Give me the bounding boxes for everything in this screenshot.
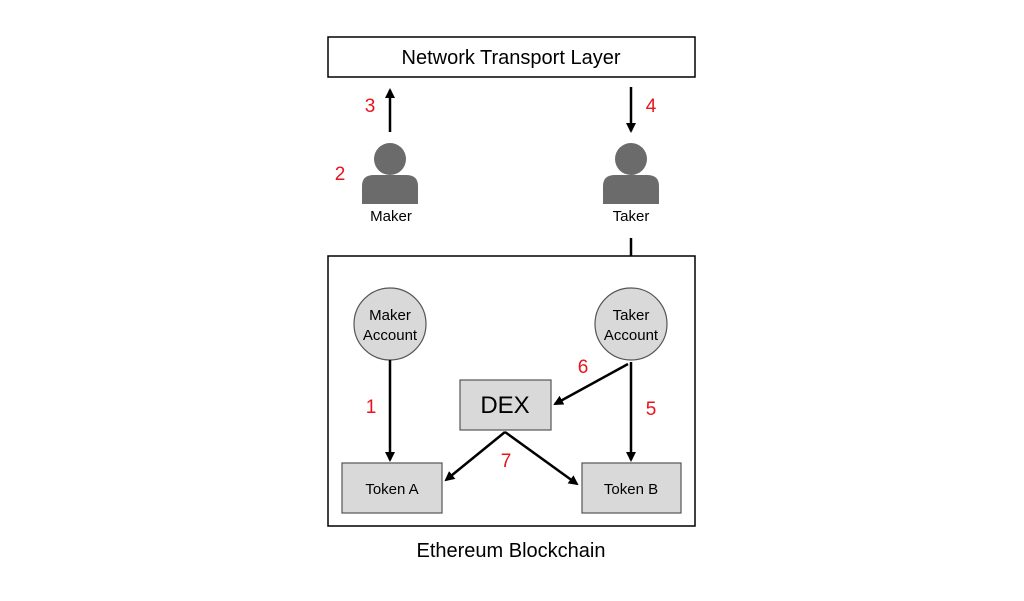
maker-account-label-line1: Maker	[369, 307, 411, 324]
arrow-dex-to-token-a	[444, 431, 506, 482]
step-label-6: 6	[578, 357, 589, 378]
taker-account-label-line1: Taker	[613, 307, 650, 324]
dex-node: DEX	[459, 379, 552, 431]
dex-label: DEX	[480, 392, 529, 419]
maker-label: Maker	[370, 208, 412, 225]
token-b-label: Token B	[604, 481, 658, 498]
network-transport-layer: Network Transport Layer	[327, 36, 696, 78]
step-label-7: 7	[501, 451, 512, 472]
arrow-dex-to-token-b	[504, 430, 579, 486]
arrow-taker-account-to-dex	[553, 362, 629, 406]
taker-account-node: Taker Account	[594, 287, 668, 361]
step-label-5: 5	[646, 399, 657, 420]
maker-person-icon	[362, 143, 418, 204]
token-a-node: Token A	[341, 462, 443, 514]
maker-account-label-line2: Account	[363, 327, 418, 344]
taker-label: Taker	[613, 208, 650, 225]
step-label-2: 2	[335, 164, 346, 185]
taker-account-label-line2: Account	[604, 327, 659, 344]
maker-account-node: Maker Account	[353, 287, 427, 361]
token-a-label: Token A	[365, 481, 418, 498]
network-transport-layer-label: Network Transport Layer	[402, 47, 621, 69]
token-b-node: Token B	[581, 462, 682, 514]
taker-person-icon	[603, 143, 659, 204]
step-label-3: 3	[365, 96, 376, 117]
step-label-1: 1	[366, 397, 377, 418]
ethereum-blockchain-label: Ethereum Blockchain	[417, 540, 606, 562]
step-label-4: 4	[646, 96, 657, 117]
